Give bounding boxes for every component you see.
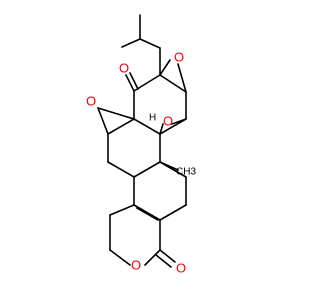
bond [155, 254, 172, 268]
bond [97, 107, 135, 120]
oxygen-left-epoxide-label: O [86, 93, 96, 108]
molecule-structure: O O O O O O CH3 H [86, 14, 197, 275]
bond [125, 74, 135, 92]
structure-canvas: O O O O O O CH3 H [85, 14, 197, 276]
oxygen-top-epoxide-label: O [174, 49, 184, 64]
bond [107, 118, 135, 135]
bond [133, 118, 161, 135]
atom-label-layer: O O O O O O CH3 H [86, 49, 197, 275]
bond [97, 107, 109, 135]
bond [129, 72, 139, 90]
oxygen-lactone-ring-label: O [131, 257, 141, 272]
bond-layer [97, 14, 187, 268]
bond [121, 38, 141, 48]
stereo-h-label: H [149, 113, 156, 124]
bond [177, 63, 187, 93]
bond [159, 204, 187, 221]
oxygen-ketone-label: O [119, 60, 129, 75]
bond [159, 59, 171, 76]
bond [136, 207, 159, 221]
bond [159, 118, 187, 135]
bond [107, 161, 135, 178]
bond [171, 118, 187, 125]
bond [144, 249, 161, 266]
bond [109, 204, 135, 216]
bond [133, 204, 161, 221]
oxygen-lactone-carbonyl-label: O [176, 260, 186, 275]
bond [159, 74, 187, 93]
bond [159, 123, 164, 135]
bond [139, 38, 161, 49]
bond [159, 161, 179, 171]
methyl-label: CH3 [176, 167, 196, 178]
oxygen-center-epoxide-label: O [163, 113, 173, 128]
bond [109, 249, 131, 266]
bond [159, 249, 176, 263]
bond [133, 161, 161, 178]
